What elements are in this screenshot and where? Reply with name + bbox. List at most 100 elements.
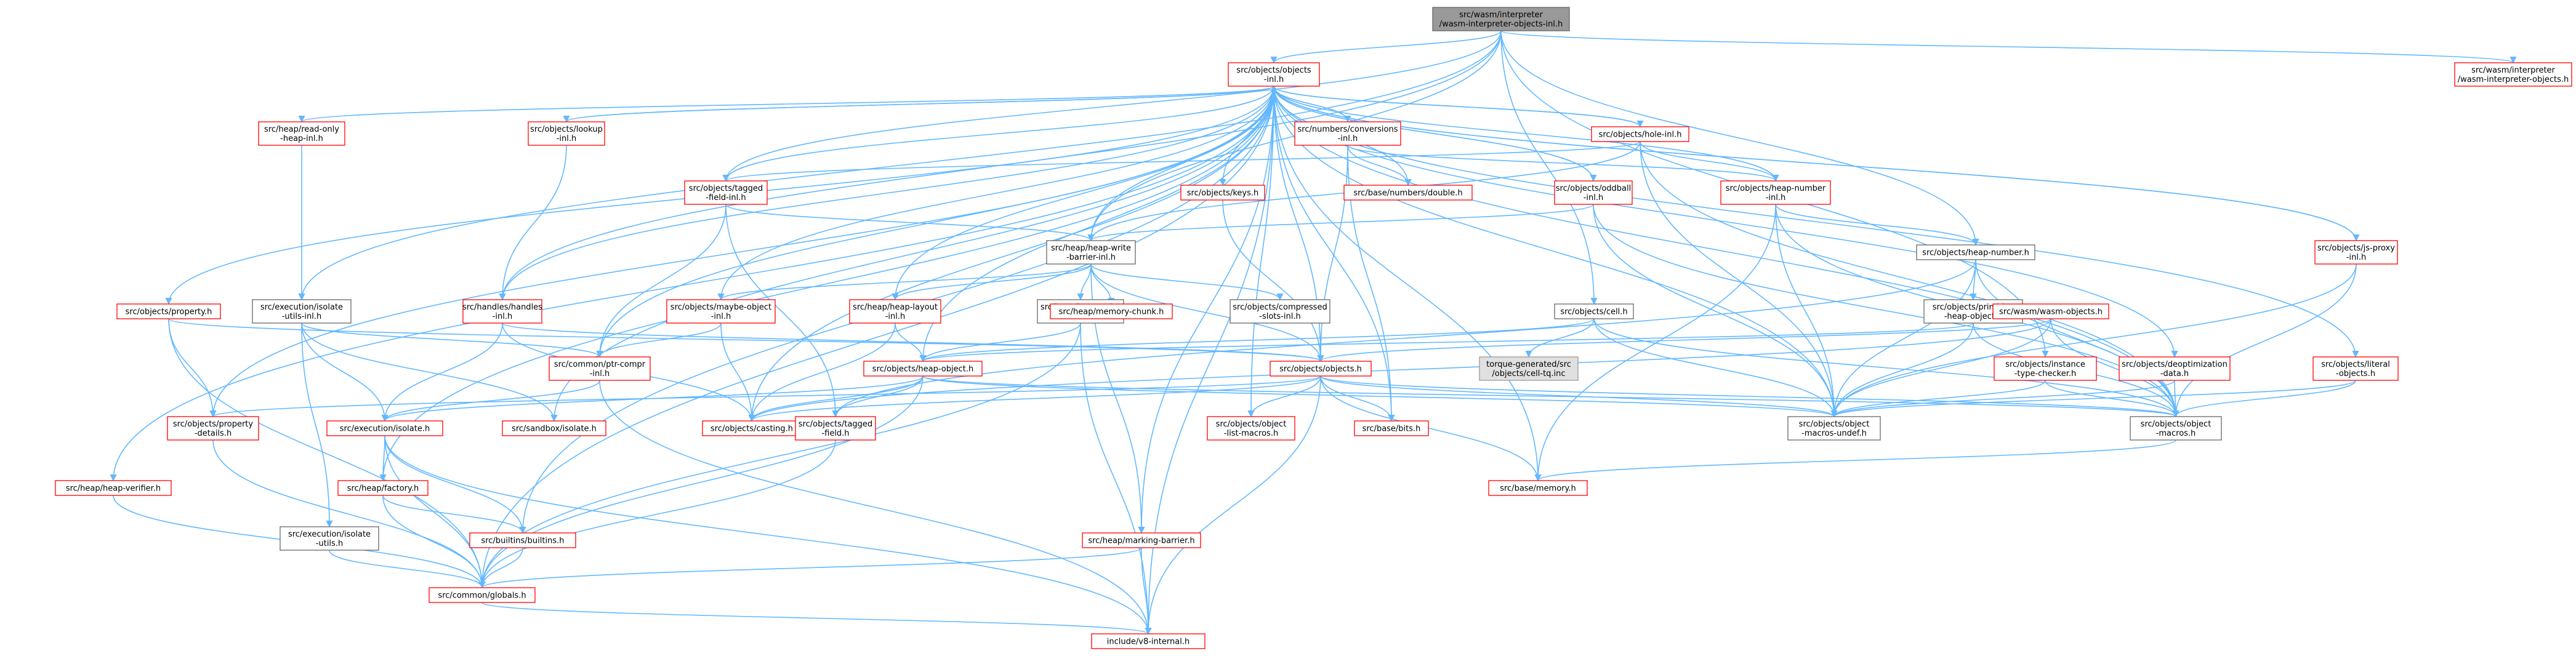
edge-keys-to-objects-h — [1222, 199, 1324, 362]
node-label-line: -macros-undef.h — [1801, 429, 1867, 438]
node-tagged-field-inl[interactable]: src/objects/tagged-field-inl.h — [684, 180, 768, 205]
edge-maybe-object-inl-to-ptr-compr-inl — [596, 322, 722, 358]
node-heap-number[interactable]: src/objects/heap-number.h — [1916, 244, 2035, 260]
edge-heap-number-inl-to-heap-number — [1775, 204, 1979, 246]
node-box — [1046, 240, 1136, 265]
node-keys[interactable]: src/objects/keys.h — [1180, 185, 1265, 201]
node-base-memory[interactable]: src/base/memory.h — [1488, 480, 1588, 496]
node-box — [1787, 416, 1881, 441]
edge-oddball-inl-to-heap-write-barrier-inl — [1087, 204, 1594, 242]
node-object-macros[interactable]: src/objects/object-macros.h — [2130, 416, 2222, 441]
node-label-line: -inl.h — [557, 134, 577, 143]
edge-objects-h-to-base-memory — [1320, 375, 1542, 482]
node-objects-inl[interactable]: src/objects/objects-inl.h — [1228, 62, 1320, 87]
node-tagged-field[interactable]: src/objects/tagged-field.h — [795, 416, 876, 441]
edge-root-to-cell-h — [1500, 30, 1598, 305]
node-box — [1207, 416, 1295, 441]
node-literal-objects[interactable]: src/objects/literal-objects.h — [2312, 356, 2399, 381]
node-box — [2130, 416, 2222, 441]
edge-hole-inl-to-heap-number-inl — [1640, 141, 1779, 182]
node-heap-number-inl[interactable]: src/objects/heap-number-inl.h — [1720, 180, 1831, 205]
edge-heap-write-barrier-inl-to-compressed-slots-inl — [1090, 263, 1284, 301]
edge-root-to-tagged-field-inl — [722, 30, 1502, 182]
node-deoptimization-data[interactable]: src/objects/deoptimization-data.h — [2119, 356, 2231, 381]
node-builtins[interactable]: src/builtins/builtins.h — [469, 532, 576, 548]
edge-marking-barrier-to-v8-internal — [1141, 547, 1152, 635]
edge-isolate-h-to-builtins — [384, 435, 526, 534]
node-box — [1554, 303, 1634, 319]
node-label-line: src/objects/hole-inl.h — [1599, 130, 1682, 140]
node-label-line: -utils-inl.h — [282, 312, 322, 321]
node-label-line: -list-macros.h — [1224, 429, 1278, 438]
edge-handles-inl-to-objects-h — [502, 322, 1324, 362]
node-box — [528, 121, 605, 146]
node-label-line: src/objects/js-proxy — [2317, 244, 2395, 253]
node-memory-chunk[interactable]: src/heap/memory-chunk.h — [1050, 303, 1173, 319]
node-object-macros-undef[interactable]: src/objects/object-macros-undef.h — [1787, 416, 1881, 441]
node-wasm-objects[interactable]: src/wasm/wasm-objects.h — [1992, 303, 2109, 319]
node-heap-verifier[interactable]: src/heap/heap-verifier.h — [55, 480, 172, 496]
node-heap-write-barrier-inl[interactable]: src/heap/heap-write-barrier-inl.h — [1046, 240, 1136, 265]
node-heap-layout-inl[interactable]: src/heap/heap-layout-inl.h — [849, 299, 941, 324]
edge-cell-h-to-heap-object — [919, 318, 1595, 362]
node-globals[interactable]: src/common/globals.h — [429, 587, 536, 603]
node-factory[interactable]: src/heap/factory.h — [337, 480, 429, 496]
node-instance-type-checker[interactable]: src/objects/instance-type-checker.h — [1994, 356, 2097, 381]
node-isolate-utils[interactable]: src/execution/isolate-utils.h — [280, 526, 379, 551]
node-isolate-h[interactable]: src/execution/isolate.h — [326, 420, 443, 436]
node-lookup-inl[interactable]: src/objects/lookup-inl.h — [528, 121, 605, 146]
node-box — [429, 587, 536, 603]
node-label-line: -slots-inl.h — [1259, 312, 1300, 321]
edge-literal-objects-to-object-macros — [2172, 380, 2356, 418]
node-label-line: -objects.h — [2336, 369, 2375, 378]
node-label-line: src/heap/heap-layout — [853, 303, 938, 312]
node-box — [462, 299, 542, 324]
node-v8-internal[interactable]: include/v8-internal.h — [1091, 633, 1205, 649]
node-property-details[interactable]: src/objects/property-details.h — [167, 416, 259, 441]
node-label-line: -barrier-inl.h — [1066, 253, 1116, 262]
edge-heap-number-inl-to-object-macros-undef — [1775, 204, 1838, 418]
node-label-line: src/objects/deoptimization — [2122, 360, 2228, 369]
node-box — [1488, 480, 1588, 496]
edge-objects-inl-to-base-bits — [1273, 86, 1395, 422]
node-hole-inl[interactable]: src/objects/hole-inl.h — [1591, 126, 1689, 142]
node-label-line: src/base/numbers/double.h — [1353, 189, 1462, 198]
edge-property-to-objects-h — [168, 318, 1324, 362]
edge-cell-h-to-object-macros-undef — [1593, 318, 1838, 418]
edge-js-proxy-inl-to-objects-inl — [1270, 85, 2357, 241]
node-isolate-utils-inl[interactable]: src/execution/isolate-utils-inl.h — [252, 299, 352, 324]
node-marking-barrier[interactable]: src/heap/marking-barrier.h — [1082, 532, 1201, 548]
node-objects-h[interactable]: src/objects/objects.h — [1270, 361, 1372, 377]
node-object-list-macros[interactable]: src/objects/object-list-macros.h — [1207, 416, 1295, 441]
node-property[interactable]: src/objects/property.h — [116, 303, 221, 319]
node-base-bits[interactable]: src/base/bits.h — [1354, 420, 1429, 436]
node-box — [666, 299, 776, 324]
edge-heap-number-to-object-macros — [1975, 259, 2180, 418]
node-wasm-interp-objects[interactable]: src/wasm/interpreter/wasm-interpreter-ob… — [2454, 62, 2572, 87]
node-root[interactable]: src/wasm/interpreter/wasm-interpreter-ob… — [1432, 7, 1570, 31]
node-box — [849, 299, 941, 324]
node-handles-inl[interactable]: src/handles/handles-inl.h — [462, 299, 542, 324]
node-cell-h[interactable]: src/objects/cell.h — [1554, 303, 1634, 319]
node-label-line: src/objects/object — [2141, 420, 2212, 429]
node-ptr-compr-inl[interactable]: src/common/ptr-compr-inl.h — [549, 356, 651, 381]
node-js-proxy-inl[interactable]: src/objects/js-proxy-inl.h — [2314, 240, 2398, 265]
node-label-line: src/handles/handles — [462, 303, 542, 312]
edge-heap-layout-inl-to-casting — [748, 322, 896, 422]
node-numbers-double[interactable]: src/base/numbers/double.h — [1343, 185, 1473, 201]
node-conversions-inl[interactable]: src/numbers/conversions-inl.h — [1294, 121, 1401, 146]
node-label-line: src/wasm/interpreter — [2471, 66, 2555, 75]
edge-objects-inl-to-marking-barrier — [1138, 86, 1274, 534]
node-compressed-slots-inl[interactable]: src/objects/compressed-slots-inl.h — [1230, 299, 1330, 324]
node-sandbox-isolate[interactable]: src/sandbox/isolate.h — [502, 420, 606, 436]
node-maybe-object-inl[interactable]: src/objects/maybe-object-inl.h — [666, 299, 776, 324]
node-label-line: -details.h — [195, 429, 231, 438]
edge-root-to-wasm-interp-objects — [1500, 30, 2516, 64]
node-torque-cell-tq[interactable]: torque-generated/src/objects/cell-tq.inc — [1479, 356, 1579, 381]
node-heap-object[interactable]: src/objects/heap-object.h — [863, 361, 983, 377]
node-box — [1994, 356, 2097, 381]
node-oddball-inl[interactable]: src/objects/oddball-inl.h — [1554, 180, 1633, 205]
node-label-line: src/common/globals.h — [438, 591, 526, 601]
node-read-only-heap-inl[interactable]: src/heap/read-only-heap-inl.h — [258, 121, 345, 146]
node-casting[interactable]: src/objects/casting.h — [702, 420, 802, 436]
